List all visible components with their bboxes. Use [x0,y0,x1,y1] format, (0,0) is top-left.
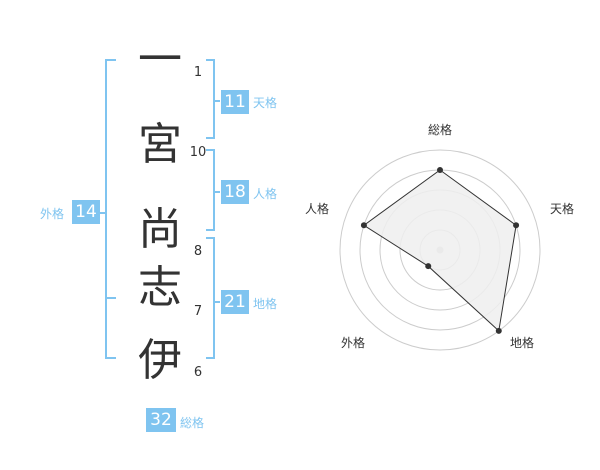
radar-axis-label-gaikaku: 外格 [341,336,366,350]
radar-axis-label-chikaku: 地格 [510,336,535,350]
stroke-count-5: 6 [193,365,203,380]
radar-axis-label-jinkaku: 人格 [305,202,330,216]
name-char-1: 一 [138,34,182,85]
gaikaku-label: 外格 [40,207,65,221]
radar-ring [339,149,541,351]
stroke-count-2: 10 [189,145,207,160]
stroke-count-3: 8 [193,244,203,259]
radar-point-2 [513,222,520,229]
jinkaku-bracket [206,149,215,231]
chikaku-value: 21 [221,290,249,314]
tenkaku-label: 天格 [253,96,278,110]
stroke-count-1: 1 [193,65,203,80]
chikaku-bracket [206,237,215,359]
radar-point-1 [437,167,443,173]
gaikaku-value: 14 [72,200,100,224]
tenkaku-bracket [206,59,215,139]
soukaku-label: 総格 [180,416,205,430]
name-char-5: 伊 [138,335,182,386]
name-char-2: 宮 [138,119,182,170]
name-char-4: 志 [138,262,182,313]
tenkaku-value: 11 [221,90,249,114]
radar-area [363,169,517,332]
radar-point-3 [495,327,502,334]
jinkaku-value: 18 [221,180,249,204]
radar-point-5 [360,222,367,229]
radar-axis-label-soukaku: 総格 [428,123,453,137]
name-char-3: 尚 [138,204,182,255]
soukaku-value: 32 [146,408,176,432]
stroke-count-4: 7 [193,304,203,319]
jinkaku-label: 人格 [253,187,278,201]
radar-point-4 [425,263,432,270]
gaikaku-bracket [105,59,116,359]
chikaku-label: 地格 [253,297,278,311]
radar-axis-label-tenkaku: 天格 [550,202,575,216]
